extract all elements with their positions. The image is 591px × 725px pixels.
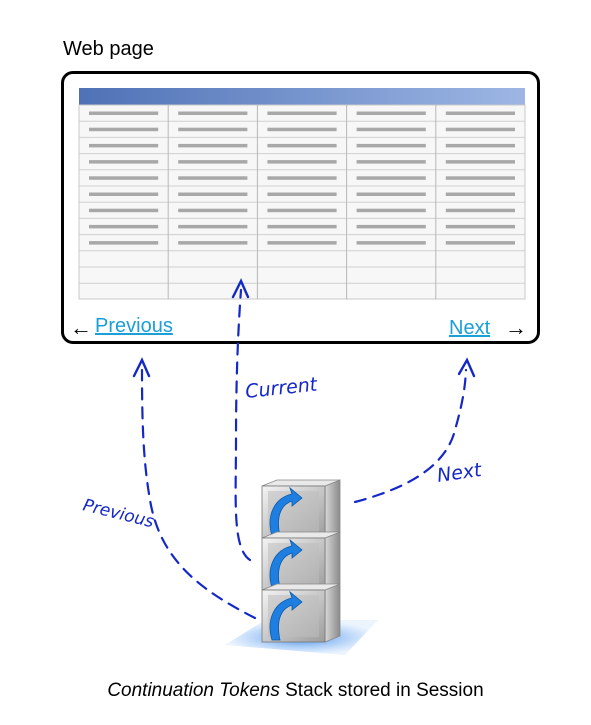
grid-cell-text: [89, 176, 159, 180]
grid-header: [79, 88, 525, 105]
caption-rest: Stack stored in Session: [279, 680, 484, 701]
token-stack-icon: [225, 479, 378, 655]
token-cube: [261, 479, 341, 539]
caption-italic: Continuation Tokens: [107, 680, 280, 701]
grid-cell-text: [89, 160, 159, 164]
grid-cell-text: [445, 127, 515, 132]
page-label: Web page: [63, 38, 154, 60]
previous-arrow-line: [140, 368, 257, 620]
right-arrow-icon: →: [505, 315, 527, 340]
grid-cell-text: [356, 208, 426, 213]
grid-cell-text: [445, 208, 515, 213]
grid-cell-text: [267, 160, 337, 164]
next-arrow-label: Next: [436, 459, 485, 487]
current-arrow-head: [231, 278, 250, 299]
grid-cell-text: [89, 111, 159, 115]
grid-cell-text: [89, 143, 159, 148]
next-arrow-head: [457, 357, 476, 378]
grid-cell-text: [445, 241, 515, 245]
grid-cell-text: [445, 224, 515, 229]
grid-cell-text: [356, 143, 426, 148]
grid-cell-text: [445, 192, 515, 196]
current-arrow-line: [234, 288, 252, 562]
grid-cell-text: [267, 224, 337, 229]
token-cube: [261, 531, 341, 591]
next-arrow-line: [353, 368, 468, 504]
grid-cell-text: [356, 127, 426, 132]
data-grid: [78, 88, 526, 300]
grid-cell-text: [89, 208, 159, 213]
left-arrow-icon: ←: [70, 315, 92, 340]
grid-cell-text: [356, 192, 426, 196]
grid-cell-text: [356, 176, 426, 180]
current-arrow-label: Current: [244, 373, 320, 403]
grid-cell-text: [178, 176, 248, 180]
grid-cell-text: [445, 160, 515, 164]
grid-cell-text: [178, 192, 248, 196]
grid-cell-text: [178, 160, 248, 164]
grid-cell-text: [89, 224, 159, 229]
grid-cell-text: [267, 192, 337, 196]
grid-cell-text: [445, 143, 515, 148]
grid-cell-text: [356, 241, 426, 245]
previous-link[interactable]: Previous: [95, 315, 173, 337]
token-arrow-icon: [269, 590, 303, 641]
grid-cell-text: [267, 241, 337, 245]
grid-cell-text: [89, 127, 159, 132]
token-cube: [261, 583, 341, 643]
token-arrow-icon: [269, 538, 303, 589]
previous-arrow-head: [132, 357, 151, 378]
grid-cell-text: [356, 224, 426, 229]
grid-cell-text: [267, 143, 337, 148]
grid-cell-text: [89, 192, 159, 196]
next-link[interactable]: Next: [449, 317, 491, 339]
grid-cell-text: [267, 111, 337, 115]
grid-cell-text: [445, 111, 515, 115]
grid-cell-text: [178, 241, 248, 245]
grid-cell-text: [267, 127, 337, 132]
grid-cell-text: [89, 241, 159, 245]
grid-cell-text: [267, 208, 337, 213]
grid-cell-text: [178, 224, 248, 229]
grid-cell-text: [356, 111, 426, 115]
grid-cell-text: [445, 176, 515, 180]
grid-cell-text: [178, 143, 248, 148]
grid-cell-text: [356, 160, 426, 164]
caption: Continuation Tokens Stack stored in Sess…: [0, 680, 591, 702]
previous-arrow-label: Previous: [81, 495, 156, 532]
grid-cell-text: [267, 176, 337, 180]
grid-cell-text: [178, 111, 248, 115]
grid-cell-text: [178, 127, 248, 132]
token-arrow-icon: [269, 486, 303, 537]
grid-cell-text: [178, 208, 248, 213]
